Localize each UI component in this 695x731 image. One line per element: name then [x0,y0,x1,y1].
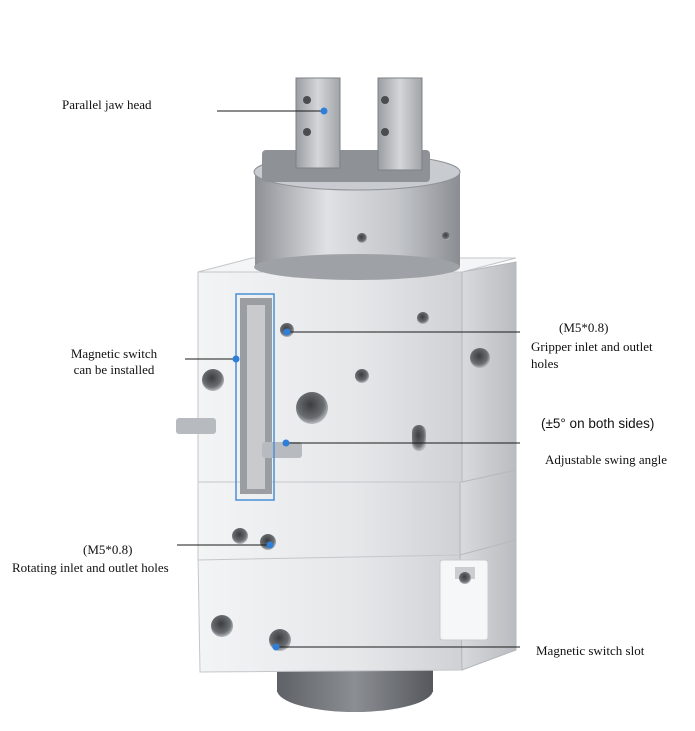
middle-plate-front [197,473,461,561]
slot-inner [247,305,265,489]
adjust-bolt-right [262,442,302,458]
label-gripper-spec: (M5*0.8) [559,320,609,335]
left-jaw [295,77,341,169]
jaw-hole [303,96,311,104]
right-jaw [377,77,423,171]
main-body-front [197,271,463,483]
swing-adjust-slot [412,425,426,451]
label-rotating-holes: Rotating inlet and outlet holes [12,560,169,575]
head-hole-right [442,232,450,240]
switch-slot-rail [439,559,489,641]
rotate-port-1 [232,528,248,544]
switch-slot-hole [459,572,471,584]
head-hole [357,233,367,243]
callout-dots [232,107,328,651]
leader-lines [177,110,520,648]
large-port-hole [296,392,328,424]
label-magnetic-switch: Magnetic switch can be installed [58,346,170,378]
cylinder-head-base [254,254,460,280]
main-body-side [461,261,517,483]
label-magnetic-switch-line2: can be installed [73,362,155,377]
lower-block-front [197,547,463,673]
adjust-bolt-left [176,418,216,434]
jaw-hole [303,128,311,136]
label-gripper-line1: Gripper inlet and outlet [531,339,653,354]
lower-port-1 [211,615,233,637]
label-magnetic-switch-line1: Magnetic switch [70,346,158,361]
label-gripper-line2: holes [531,356,559,371]
left-port-hole [202,369,224,391]
switch-highlight-box [235,293,275,501]
label-magnetic-slot: Magnetic switch slot [536,643,645,658]
label-parallel-jaw-head: Parallel jaw head [62,97,152,112]
jaw-hole [381,96,389,104]
bottom-cap-band [277,670,433,692]
jaw-hole [381,128,389,136]
body-hole-center [355,369,369,383]
label-rotating-spec: (M5*0.8) [83,542,133,557]
side-port-hole [470,348,490,368]
lower-port-2 [269,629,291,651]
body-hole-top [417,312,429,324]
label-swing-angle: Adjustable swing angle [545,452,668,467]
label-swing-range: (±5° on both sides) [541,416,655,431]
